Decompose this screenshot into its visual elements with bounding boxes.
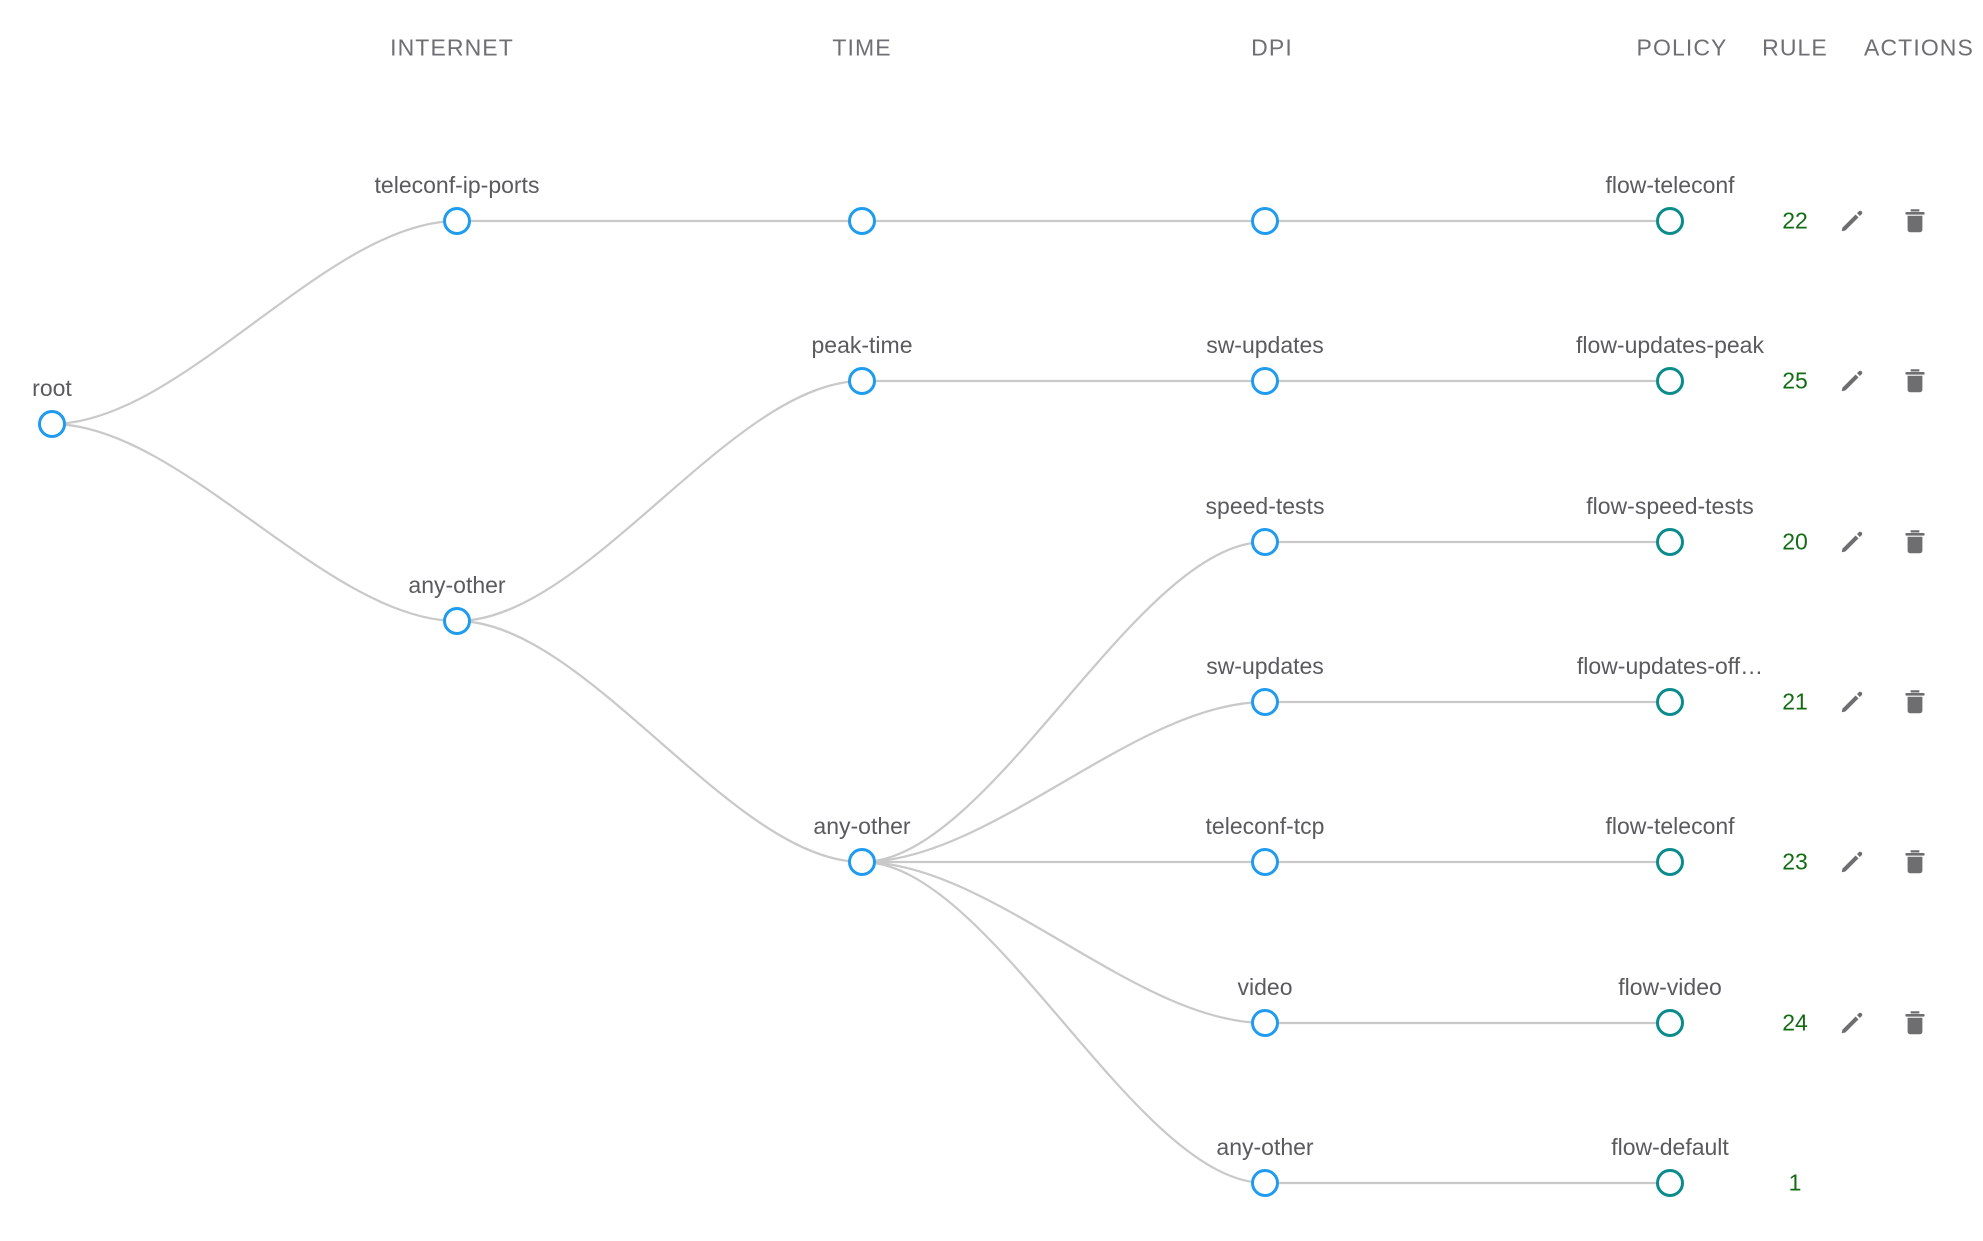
tree-node-dpi-r1[interactable] bbox=[1251, 207, 1279, 235]
tree-node-policy-updates-off[interactable] bbox=[1656, 688, 1684, 716]
tree-node-root[interactable] bbox=[38, 410, 66, 438]
tree-node-policy-default[interactable] bbox=[1656, 1169, 1684, 1197]
tree-link bbox=[860, 860, 1267, 1185]
rule-number: 24 bbox=[1782, 1009, 1808, 1036]
node-label-dpi-video: video bbox=[1237, 974, 1293, 1000]
tree-node-policy-speed-tests[interactable] bbox=[1656, 528, 1684, 556]
tree-link bbox=[455, 619, 864, 864]
node-label-policy-teleconf-1: flow-teleconf bbox=[1605, 172, 1735, 198]
edit-icon[interactable] bbox=[1837, 206, 1867, 236]
node-label-dpi-speedtests: speed-tests bbox=[1205, 493, 1325, 519]
tree-node-dpi-anyother[interactable] bbox=[1251, 1169, 1279, 1197]
delete-icon[interactable] bbox=[1900, 687, 1930, 717]
tree-link bbox=[860, 540, 1267, 864]
node-label-policy-updates-peak: flow-updates-peak bbox=[1576, 332, 1764, 358]
rule-number: 22 bbox=[1782, 207, 1808, 234]
tree-node-policy-video[interactable] bbox=[1656, 1009, 1684, 1037]
node-label-policy-updates-off: flow-updates-off… bbox=[1576, 653, 1764, 679]
tree-node-policy-teleconf-1[interactable] bbox=[1656, 207, 1684, 235]
node-label-internet-teleconf: teleconf-ip-ports bbox=[374, 172, 540, 198]
tree-node-dpi-teleconf-tcp[interactable] bbox=[1251, 848, 1279, 876]
delete-icon[interactable] bbox=[1900, 366, 1930, 396]
edit-icon[interactable] bbox=[1837, 527, 1867, 557]
node-label-policy-speed-tests: flow-speed-tests bbox=[1586, 493, 1754, 519]
delete-icon[interactable] bbox=[1900, 847, 1930, 877]
node-label-dpi-teleconf-tcp: teleconf-tcp bbox=[1205, 813, 1325, 839]
edit-icon[interactable] bbox=[1837, 1008, 1867, 1038]
tree-node-dpi-video[interactable] bbox=[1251, 1009, 1279, 1037]
tree-link bbox=[860, 700, 1267, 864]
column-header-actions: ACTIONS bbox=[1864, 34, 1974, 61]
delete-icon[interactable] bbox=[1900, 527, 1930, 557]
node-label-root: root bbox=[32, 375, 72, 401]
column-header-time: TIME bbox=[832, 34, 892, 61]
rule-number: 23 bbox=[1782, 848, 1808, 875]
tree-node-dpi-swupdates-peak[interactable] bbox=[1251, 367, 1279, 395]
tree-node-time-anyother[interactable] bbox=[848, 848, 876, 876]
node-label-time-anyother: any-other bbox=[813, 813, 911, 839]
tree-node-dpi-speedtests[interactable] bbox=[1251, 528, 1279, 556]
node-label-policy-default: flow-default bbox=[1611, 1134, 1729, 1160]
tree-node-time-peak[interactable] bbox=[848, 367, 876, 395]
tree-node-internet-anyother[interactable] bbox=[443, 607, 471, 635]
rule-number: 1 bbox=[1788, 1169, 1802, 1196]
edit-icon[interactable] bbox=[1837, 687, 1867, 717]
edit-icon[interactable] bbox=[1837, 366, 1867, 396]
rule-number: 21 bbox=[1782, 688, 1808, 715]
node-label-dpi-swupdates-off: sw-updates bbox=[1206, 653, 1324, 679]
edit-icon[interactable] bbox=[1837, 847, 1867, 877]
delete-icon[interactable] bbox=[1900, 1008, 1930, 1038]
node-label-internet-anyother: any-other bbox=[408, 572, 506, 598]
tree-node-dpi-swupdates-off[interactable] bbox=[1251, 688, 1279, 716]
node-label-time-peak: peak-time bbox=[811, 332, 913, 358]
tree-node-policy-updates-peak[interactable] bbox=[1656, 367, 1684, 395]
tree-node-time-r1[interactable] bbox=[848, 207, 876, 235]
tree-node-policy-teleconf-2[interactable] bbox=[1656, 848, 1684, 876]
delete-icon[interactable] bbox=[1900, 206, 1930, 236]
node-label-dpi-anyother: any-other bbox=[1216, 1134, 1314, 1160]
rule-number: 25 bbox=[1782, 367, 1808, 394]
tree-link bbox=[860, 860, 1267, 1025]
tree-link bbox=[50, 422, 459, 623]
column-header-dpi: DPI bbox=[1251, 34, 1293, 61]
node-label-dpi-swupdates-peak: sw-updates bbox=[1206, 332, 1324, 358]
rule-number: 20 bbox=[1782, 528, 1808, 555]
tree-link bbox=[50, 219, 459, 426]
node-label-policy-video: flow-video bbox=[1618, 974, 1722, 1000]
node-label-policy-teleconf-2: flow-teleconf bbox=[1605, 813, 1735, 839]
column-header-internet: INTERNET bbox=[390, 34, 514, 61]
column-header-rule: RULE bbox=[1762, 34, 1828, 61]
column-header-policy: POLICY bbox=[1636, 34, 1728, 61]
tree-node-internet-teleconf[interactable] bbox=[443, 207, 471, 235]
tree-link bbox=[455, 379, 864, 623]
